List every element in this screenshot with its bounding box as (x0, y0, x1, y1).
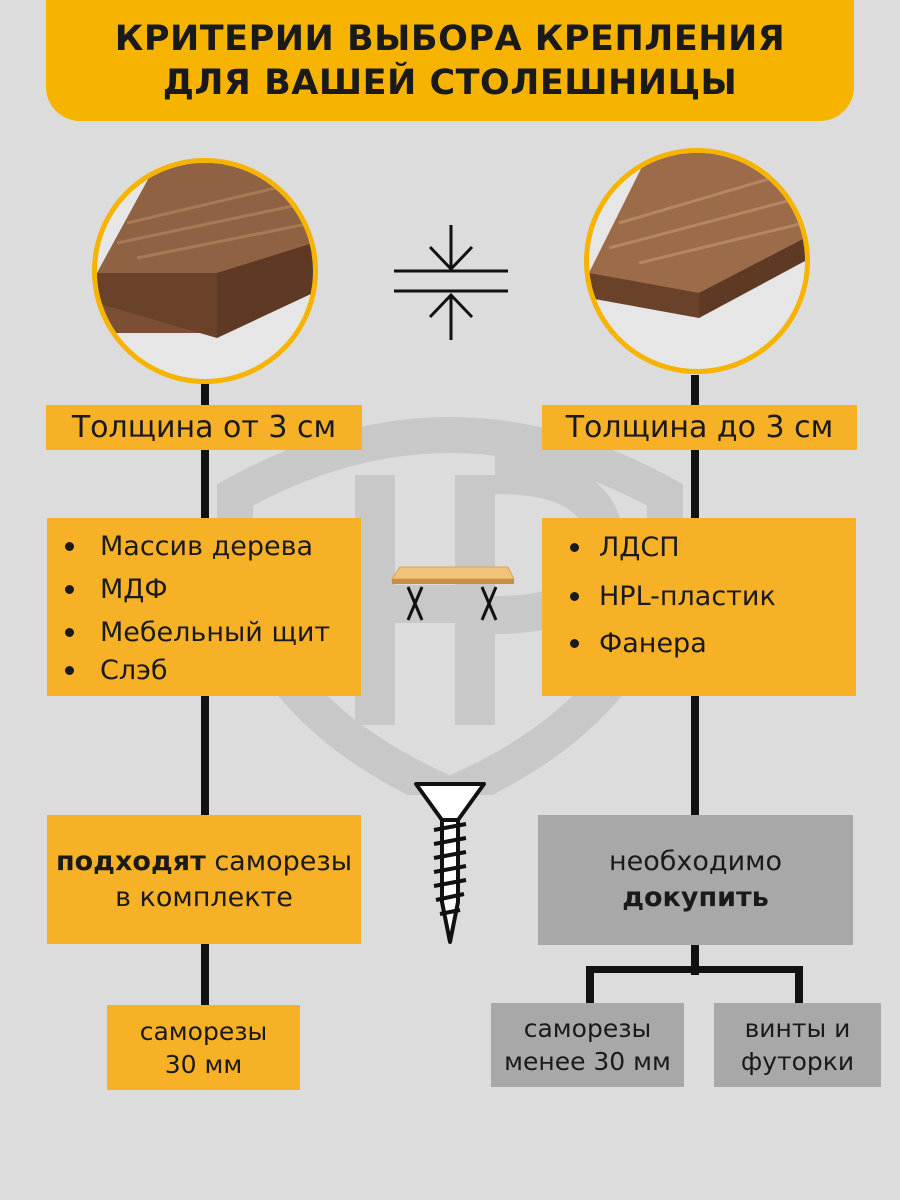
list-item: МДФ (65, 574, 168, 605)
material-label: МДФ (100, 574, 168, 605)
list-item: ЛДСП (570, 532, 680, 563)
material-label: Слэб (100, 655, 168, 686)
right-branch-line (586, 966, 803, 973)
right-branch-right-drop (795, 966, 803, 1008)
title-banner: КРИТЕРИИ ВЫБОРА КРЕПЛЕНИЯ ДЛЯ ВАШЕЙ СТОЛ… (46, 0, 854, 121)
thick-worktop-image (92, 158, 318, 384)
material-label: Мебельный щит (100, 617, 331, 648)
opt1-line-2: менее 30 мм (504, 1047, 671, 1076)
table-icon (391, 566, 515, 621)
opt2-line-2: футорки (740, 1047, 855, 1076)
left-screw-line-1: саморезы (139, 1016, 268, 1046)
bullet-icon (65, 542, 74, 551)
left-screw-box: саморезы 30 мм (107, 1005, 300, 1090)
right-option-screws-box: саморезы менее 30 мм (491, 1003, 684, 1087)
need-bold-text: докупить (622, 882, 769, 913)
thin-worktop-image (584, 148, 810, 374)
bullet-icon (570, 543, 579, 552)
list-item: Мебельный щит (65, 617, 330, 648)
material-label: ЛДСП (599, 532, 680, 563)
fit-rest-text: саморезы (205, 845, 353, 877)
screw-icon (414, 782, 486, 944)
material-label: HPL-пластик (599, 581, 776, 612)
material-label: Фанера (599, 628, 707, 659)
left-thickness-label: Толщина от 3 см (46, 405, 362, 450)
wood-board-thick-icon (97, 163, 313, 338)
right-branch-left-drop (586, 966, 594, 1008)
left-materials-box: Массив дерева МДФ Мебельный щит Слэб (47, 518, 361, 696)
bullet-icon (65, 628, 74, 637)
right-materials-box: ЛДСП HPL-пластик Фанера (542, 518, 856, 696)
right-option-bolts-box: винты и футорки (714, 1003, 881, 1087)
list-item: Фанера (570, 628, 707, 659)
bullet-icon (65, 666, 74, 675)
left-fit-line-2: в комплекте (115, 881, 293, 913)
bullet-icon (570, 639, 579, 648)
left-fit-box: подходят саморезы в комплекте (47, 815, 361, 944)
right-thickness-label: Толщина до 3 см (542, 405, 857, 450)
left-screw-line-2: 30 мм (164, 1049, 243, 1079)
list-item: Массив дерева (65, 531, 313, 562)
need-line-1: необходимо (608, 846, 783, 877)
left-fit-line-1: подходят саморезы (56, 844, 352, 880)
list-item: Слэб (65, 655, 168, 686)
right-need-box: необходимо докупить (538, 815, 853, 945)
fit-bold-text: подходят (55, 845, 206, 877)
compress-arrows-icon (394, 225, 508, 340)
opt2-line-1: винты и (744, 1014, 851, 1043)
bullet-icon (65, 585, 74, 594)
wood-board-thin-icon (589, 153, 805, 318)
need-line-2: докупить (622, 880, 769, 916)
list-item: HPL-пластик (570, 581, 776, 612)
title-line-2: ДЛЯ ВАШЕЙ СТОЛЕШНИЦЫ (162, 62, 738, 103)
material-label: Массив дерева (100, 531, 314, 562)
bullet-icon (570, 592, 579, 601)
title-line-1: КРИТЕРИИ ВЫБОРА КРЕПЛЕНИЯ (114, 18, 786, 59)
opt1-line-1: саморезы (523, 1014, 652, 1043)
